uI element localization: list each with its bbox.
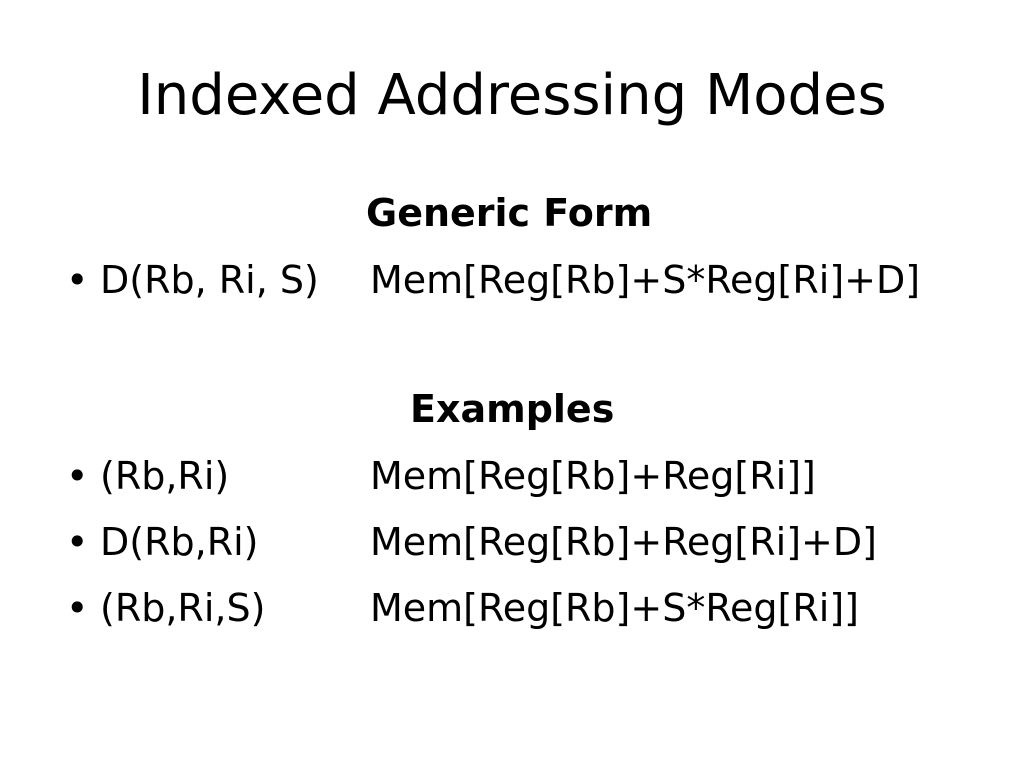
operand-meaning: Mem[Reg[Rb]+Reg[Ri]]: [370, 454, 816, 498]
bullet-icon: •: [66, 258, 89, 302]
operand-syntax: D(Rb,Ri): [100, 520, 259, 564]
operand-meaning: Mem[Reg[Rb]+S*Reg[Ri]+D]: [370, 258, 921, 302]
bullet-icon: •: [66, 454, 89, 498]
operand-syntax: D(Rb, Ri, S): [100, 258, 319, 302]
operand-meaning: Mem[Reg[Rb]+Reg[Ri]+D]: [370, 520, 877, 564]
example-row: • D(Rb,Ri) Mem[Reg[Rb]+Reg[Ri]+D]: [0, 518, 1024, 566]
generic-form-row: • D(Rb, Ri, S) Mem[Reg[Rb]+S*Reg[Ri]+D]: [0, 256, 1024, 304]
operand-syntax: (Rb,Ri,S): [100, 586, 266, 630]
generic-form-heading: Generic Form: [366, 191, 653, 235]
operand-meaning: Mem[Reg[Rb]+S*Reg[Ri]]: [370, 586, 859, 630]
operand-syntax: (Rb,Ri): [100, 454, 230, 498]
example-row: • (Rb,Ri) Mem[Reg[Rb]+Reg[Ri]]: [0, 452, 1024, 500]
examples-heading: Examples: [410, 387, 615, 431]
slide-title: Indexed Addressing Modes: [137, 63, 887, 128]
example-row: • (Rb,Ri,S) Mem[Reg[Rb]+S*Reg[Ri]]: [0, 584, 1024, 632]
bullet-icon: •: [66, 520, 89, 564]
bullet-icon: •: [66, 586, 89, 630]
